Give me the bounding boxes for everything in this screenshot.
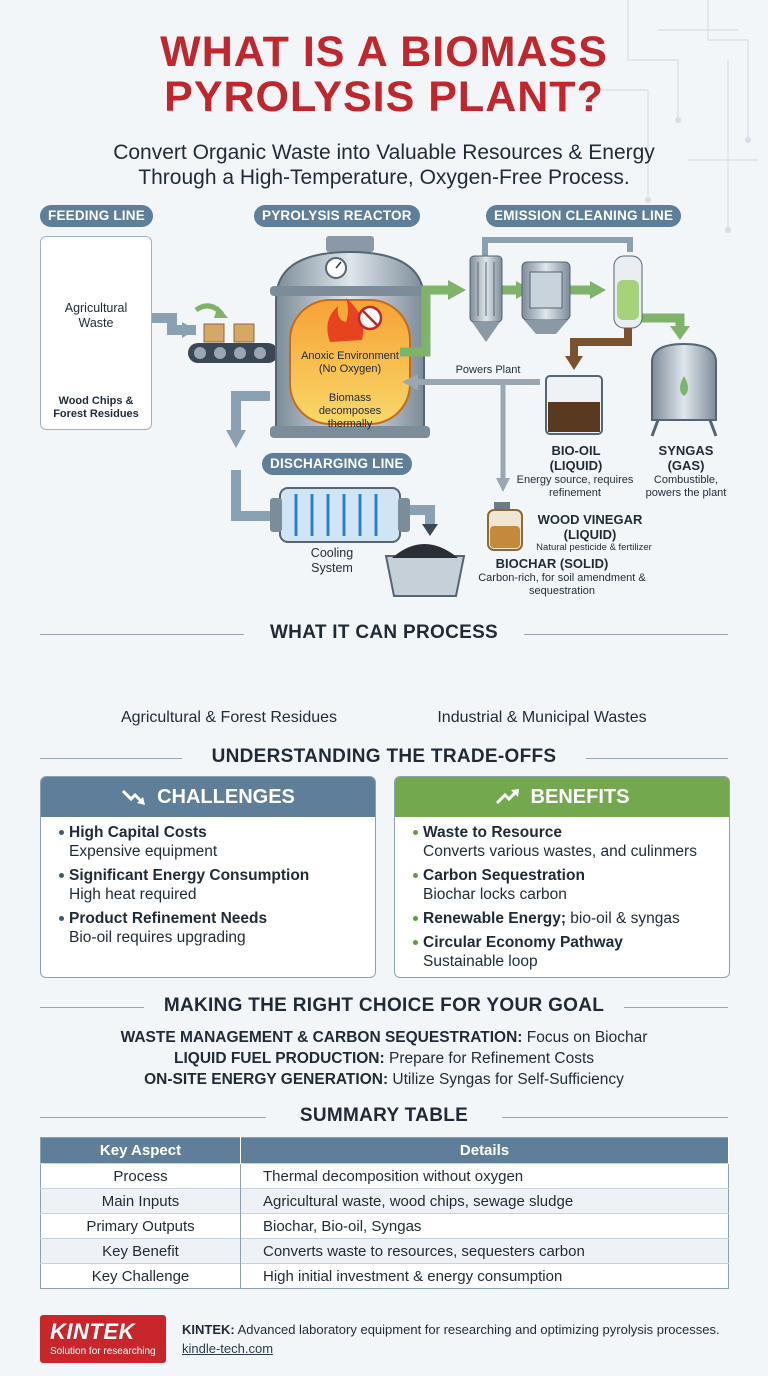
conveyor-belt — [188, 303, 278, 363]
oil-pipe — [570, 328, 632, 360]
divider — [40, 1007, 144, 1008]
bio-oil-title: BIO-OIL (LIQUID) — [549, 443, 603, 473]
benefits-title: BENEFITS — [530, 786, 630, 808]
goal-row: ON-SITE ENERGY GENERATION: Utilize Synga… — [144, 1071, 624, 1088]
divider — [40, 1117, 266, 1118]
footer-link[interactable]: kindle-tech.com — [182, 1341, 274, 1356]
goal-row: LIQUID FUEL PRODUCTION: Prepare for Refi… — [173, 1050, 595, 1067]
biochar-desc: Carbon-rich, for soil amendment & seques… — [478, 572, 646, 597]
process-heading: WHAT IT CAN PROCESS — [269, 622, 499, 643]
footer-text: KINTEK: Advanced laboratory equipment fo… — [182, 1322, 720, 1337]
divider — [40, 758, 182, 759]
wood-chips-label: Wood Chips & Forest Residues — [53, 395, 139, 420]
discharge-pipe — [231, 391, 278, 521]
feeding-line-label: FEEDING LINE — [40, 205, 153, 227]
summary-heading: SUMMARY TABLE — [299, 1105, 469, 1126]
reactor-environment-text: Anoxic Environment (No Oxygen) — [301, 350, 399, 375]
cooling-system-label: Cooling System — [310, 546, 354, 575]
divider — [40, 634, 244, 635]
biochar-title: BIOCHAR (SOLID) — [495, 556, 609, 571]
discharging-line-label: DISCHARGING LINE — [262, 453, 412, 475]
challenges-title: CHALLENGES — [157, 786, 295, 808]
feeding-box — [40, 236, 152, 430]
syngas-tank — [650, 342, 718, 437]
wood-vinegar-jar — [487, 502, 523, 551]
cyclone-separator — [469, 255, 503, 342]
col-key-aspect: Key Aspect — [40, 1137, 241, 1164]
pyrolysis-reactor-label: PYROLYSIS REACTOR — [254, 205, 420, 227]
wood-vinegar-title: WOOD VINEGAR (LIQUID) — [537, 512, 643, 542]
scrubber-tank — [521, 261, 571, 334]
agri-forest-label: Agricultural & Forest Residues — [120, 709, 338, 726]
feed-pipe — [152, 313, 196, 338]
biochar-tray — [384, 544, 466, 597]
table-header-row: Key Aspect Details — [40, 1137, 729, 1164]
top-pipe — [482, 237, 633, 258]
benefits-header: BENEFITS — [395, 777, 729, 817]
industrial-municipal-label: Industrial & Municipal Wastes — [437, 709, 647, 726]
goal-row: WASTE MANAGEMENT & CARBON SEQUESTRATION:… — [120, 1029, 648, 1046]
condenser-column — [613, 255, 643, 329]
powers-plant-label: Powers Plant — [455, 364, 521, 376]
tradeoffs-heading: UNDERSTANDING THE TRADE-OFFS — [211, 746, 557, 767]
powers-plant-arrow — [402, 374, 540, 492]
divider — [524, 634, 728, 635]
trend-down-icon — [122, 789, 146, 805]
reactor-decompose-text: Biomass decomposes thermally — [318, 392, 382, 430]
page-title: WHAT IS A BIOMASS PYROLYSIS PLANT? — [160, 28, 608, 121]
wood-vinegar-desc: Natural pesticide & fertilizer — [536, 542, 652, 553]
divider — [586, 758, 728, 759]
divider — [502, 1117, 728, 1118]
page-subtitle: Convert Organic Waste into Valuable Reso… — [113, 141, 655, 189]
kintek-logo: KINTEK Solution for researching — [40, 1315, 166, 1363]
bio-oil-beaker — [545, 375, 603, 435]
circuit-decoration — [598, 0, 758, 233]
list-item: Renewable Energy; bio-oil & syngas — [413, 909, 729, 928]
goals-heading: MAKING THE RIGHT CHOICE FOR YOUR GOAL — [163, 995, 605, 1016]
trend-up-icon — [495, 789, 519, 805]
emission-cleaning-label: EMISSION CLEANING LINE — [486, 205, 682, 227]
cooling-system-unit — [270, 487, 438, 543]
challenges-header: CHALLENGES — [41, 777, 375, 817]
divider — [624, 1007, 728, 1008]
syngas-desc: Combustible, powers the plant — [645, 474, 727, 499]
col-details: Details — [240, 1137, 729, 1164]
syngas-title: SYNGAS (GAS) — [658, 443, 714, 473]
bio-oil-desc: Energy source, requires refinement — [516, 474, 634, 499]
agricultural-waste-label: Agricultural Waste — [64, 301, 128, 330]
